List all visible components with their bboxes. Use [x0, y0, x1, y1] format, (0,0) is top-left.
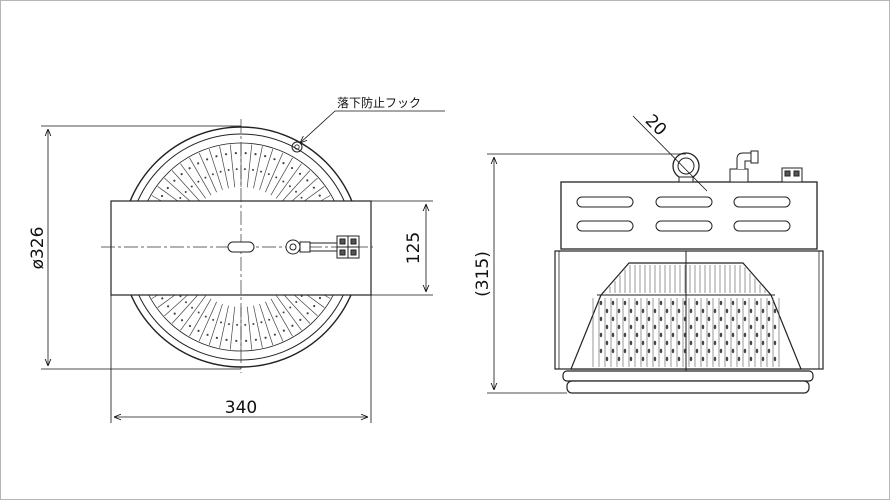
side-hook-eye [672, 152, 700, 180]
hook-label: 落下防止フック [337, 95, 421, 110]
diameter-label: ø326 [28, 227, 48, 270]
driver-housing [560, 181, 818, 250]
hook-leader [300, 110, 445, 143]
dimension-width [110, 295, 372, 423]
side-fins [592, 265, 780, 367]
width-label: 340 [225, 398, 257, 418]
top-connector [781, 167, 803, 183]
center-slot [227, 241, 255, 253]
terminal-block [285, 235, 360, 259]
side-fin-dots [599, 300, 777, 362]
dimension-diameter [41, 125, 241, 370]
fall-prevention-hook [291, 141, 303, 153]
cable-gland [729, 150, 759, 183]
vent-louvres [576, 196, 791, 232]
dimension-total-height [487, 153, 686, 394]
dimension-bracket-height [371, 200, 433, 296]
front-view [101, 119, 373, 373]
bracket-height-label: 125 [404, 232, 424, 264]
side-view [554, 150, 824, 394]
lens-ring [562, 370, 814, 382]
total-height-label: (315) [473, 251, 493, 297]
dimension-hook-size [632, 115, 708, 192]
hook-size-label: 20 [641, 111, 670, 140]
